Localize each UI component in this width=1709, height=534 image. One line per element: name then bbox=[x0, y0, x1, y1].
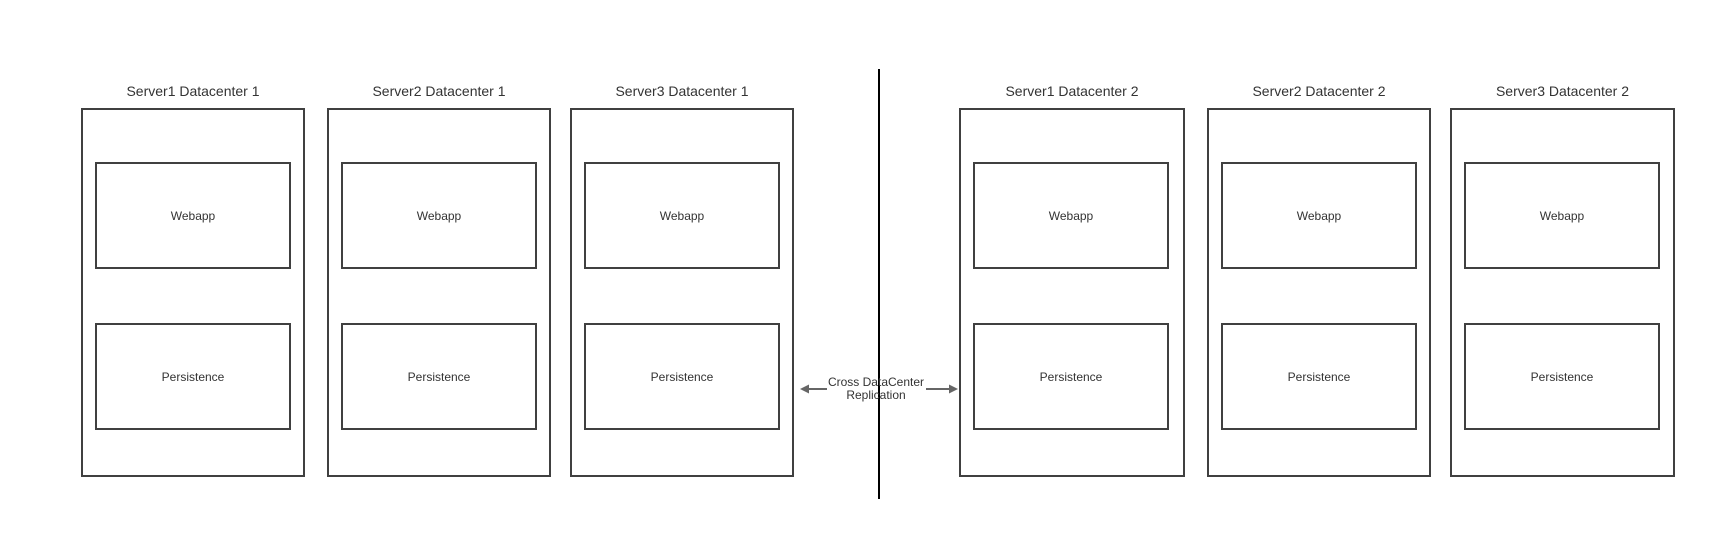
webapp-label: Webapp bbox=[1296, 208, 1342, 223]
server-title: Server1 Datacenter 2 bbox=[1005, 83, 1139, 99]
webapp-box: Webapp bbox=[1221, 162, 1417, 269]
server-box: Webapp Persistence bbox=[570, 108, 794, 477]
replication-arrow-left-icon bbox=[800, 384, 827, 394]
persistence-box: Persistence bbox=[1221, 323, 1417, 430]
replication-label-line2: Replication bbox=[846, 388, 906, 402]
datacenter-divider-line bbox=[878, 69, 880, 499]
replication-label-line1: Cross DataCenter bbox=[827, 375, 925, 389]
persistence-box: Persistence bbox=[1464, 323, 1660, 430]
persistence-label: Persistence bbox=[161, 369, 225, 384]
webapp-box: Webapp bbox=[584, 162, 780, 269]
server-box: Webapp Persistence bbox=[959, 108, 1185, 477]
webapp-label: Webapp bbox=[659, 208, 705, 223]
persistence-label: Persistence bbox=[407, 369, 471, 384]
webapp-label: Webapp bbox=[1539, 208, 1585, 223]
webapp-box: Webapp bbox=[341, 162, 537, 269]
webapp-box: Webapp bbox=[973, 162, 1169, 269]
persistence-label: Persistence bbox=[650, 369, 714, 384]
server-box: Webapp Persistence bbox=[327, 108, 551, 477]
persistence-box: Persistence bbox=[584, 323, 780, 430]
webapp-label: Webapp bbox=[1048, 208, 1094, 223]
webapp-box: Webapp bbox=[95, 162, 291, 269]
persistence-box: Persistence bbox=[95, 323, 291, 430]
webapp-label: Webapp bbox=[416, 208, 462, 223]
server-box: Webapp Persistence bbox=[1207, 108, 1431, 477]
persistence-box: Persistence bbox=[341, 323, 537, 430]
webapp-box: Webapp bbox=[1464, 162, 1660, 269]
server-box: Webapp Persistence bbox=[81, 108, 305, 477]
server-title: Server3 Datacenter 1 bbox=[615, 83, 749, 99]
server-title: Server2 Datacenter 2 bbox=[1252, 83, 1386, 99]
persistence-label: Persistence bbox=[1039, 369, 1103, 384]
server-title: Server2 Datacenter 1 bbox=[372, 83, 506, 99]
webapp-label: Webapp bbox=[170, 208, 216, 223]
replication-arrow-right-icon bbox=[926, 384, 958, 394]
persistence-label: Persistence bbox=[1287, 369, 1351, 384]
server-title: Server3 Datacenter 2 bbox=[1495, 83, 1630, 99]
server-box: Webapp Persistence bbox=[1450, 108, 1675, 477]
persistence-box: Persistence bbox=[973, 323, 1169, 430]
replication-label: Cross DataCenter Replication bbox=[806, 376, 946, 402]
persistence-label: Persistence bbox=[1530, 369, 1594, 384]
server-title: Server1 Datacenter 1 bbox=[126, 83, 260, 99]
